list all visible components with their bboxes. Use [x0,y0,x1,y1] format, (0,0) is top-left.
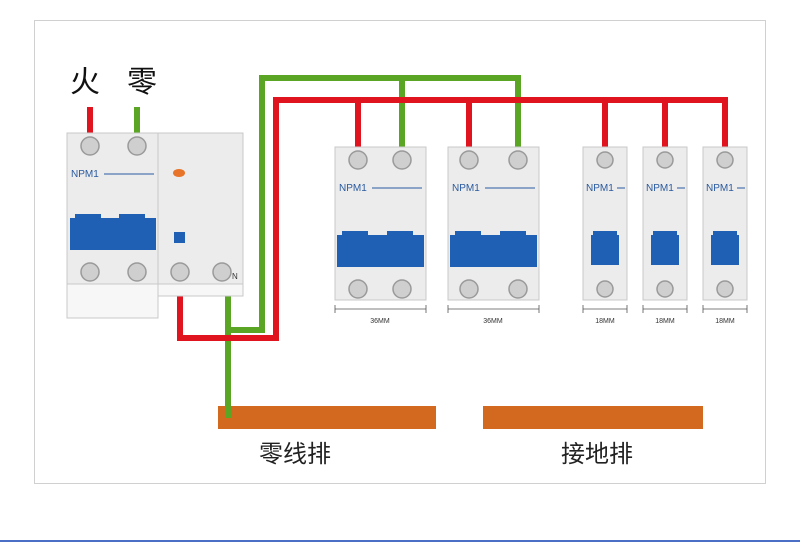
breaker-terminal [596,280,614,298]
main-breaker-terminal [80,262,100,282]
earth-bar-label: 接地排 [561,440,633,468]
live-label: 火 [70,65,100,100]
breaker-width-label: 18MM [655,318,675,325]
bottom-divider [0,540,800,542]
neutral-bus-bar [218,406,436,429]
breaker-terminal [596,151,614,169]
branch-breaker-2p-2: NPM1 36MM [447,146,540,325]
rcd-indicator-led [173,169,185,177]
breaker-label: NPM1 [586,183,614,194]
branch-breaker-1p-2: NPM1 18MM [642,146,688,325]
rcd-test-button [174,232,185,243]
breaker-width-label: 18MM [595,318,615,325]
breaker-width-label: 36MM [370,318,390,325]
main-breaker-terminal [127,136,147,156]
breaker-toggle [591,235,619,265]
neutral-trunk-wire [225,75,521,333]
breaker-label: NPM1 [706,183,734,194]
breaker-terminal [459,150,479,170]
branch-breaker-1p-1: NPM1 18MM [582,146,628,325]
breaker-terminal [459,279,479,299]
main-breaker-terminal [127,262,147,282]
branch-breaker-1p-3: NPM1 18MM [702,146,748,325]
earth-bus-bar [483,406,703,429]
breaker-toggle [711,235,739,265]
main-breaker-toggle [70,218,156,250]
breaker-terminal [716,151,734,169]
breaker-toggle [450,235,537,267]
rcd-terminal [170,262,190,282]
breaker-terminal [656,151,674,169]
rcd-module: N [157,132,244,297]
breaker-toggle [651,235,679,265]
breaker-terminal [656,280,674,298]
breaker-terminal [716,280,734,298]
breaker-terminal [348,150,368,170]
breaker-terminal [348,279,368,299]
breaker-terminal [392,150,412,170]
rcd-terminal-label: N [232,272,238,281]
breaker-toggle [337,235,424,267]
rcd-terminal [212,262,232,282]
breaker-label: NPM1 [646,183,674,194]
diagram-frame [34,20,766,484]
live-trunk-wire [177,97,728,341]
main-breaker-label: NPM1 [71,169,99,180]
breaker-terminal [508,279,528,299]
neutral-bar-label: 零线排 [259,440,331,468]
breaker-label: NPM1 [452,183,480,194]
branch-breaker-2p-1: NPM1 36MM [334,146,427,325]
breaker-width-label: 18MM [715,318,735,325]
neutral-label: 零 [127,65,157,100]
breaker-width-label: 36MM [483,318,503,325]
breaker-terminal [508,150,528,170]
main-breaker: NPM1 [66,132,159,319]
breaker-terminal [392,279,412,299]
breaker-label: NPM1 [339,183,367,194]
main-breaker-terminal [80,136,100,156]
